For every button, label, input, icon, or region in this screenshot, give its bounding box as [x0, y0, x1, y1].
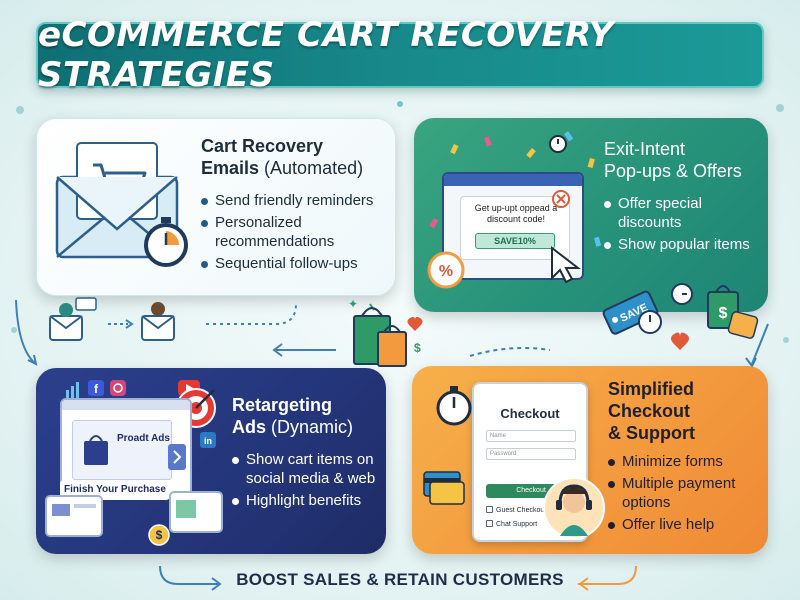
chevron-right-icon [168, 444, 186, 470]
ad-thumbnails [45, 491, 223, 537]
svg-text:✦: ✦ [348, 297, 358, 311]
checkout-title: Simplified Checkout & Support [608, 378, 695, 444]
footer-tagline: BOOST SALES & RETAIN CUSTOMERS [236, 570, 564, 589]
exit-bullet-1: Offer special discounts [604, 194, 764, 232]
checkout-form-title: Checkout [500, 406, 560, 421]
chat-support-option: Chat Support [486, 520, 537, 528]
stopwatch-icon [436, 386, 472, 426]
ads-title-light: (Dynamic) [266, 417, 354, 437]
emails-title-line1: Cart Recovery [201, 136, 324, 156]
panel-cart-recovery-emails: Cart Recovery Emails (Automated) Send fr… [36, 118, 396, 296]
popup-text: Get up-upt oppead a discount code! [474, 203, 558, 224]
checkout-bullet-3: Offer live help [608, 515, 764, 534]
svg-text:$: $ [719, 305, 728, 322]
cursor-icon [551, 245, 581, 284]
panel-exit-intent-popups: Get up-upt oppead a discount code! SAVE1… [414, 118, 768, 312]
title-banner: eCOMMERCE CART RECOVERY STRATEGIES [36, 15, 764, 95]
stopwatch-icon [549, 135, 567, 153]
exit-title-line2: Pop-ups & Offers [604, 161, 742, 181]
guest-checkout-label: Guest Checkout [496, 507, 547, 514]
exit-bullet-2: Show popular items [604, 235, 764, 254]
emails-bullet-2: Personalized recommendations [201, 213, 391, 251]
checkout-title-line3: & Support [608, 423, 695, 443]
chat-support-label: Chat Support [496, 521, 538, 528]
exit-bullet-list: Offer special discounts Show popular ite… [604, 194, 764, 257]
popup-titlebar [444, 174, 582, 186]
credit-card-icon [423, 471, 465, 505]
stopwatch-icon [144, 217, 188, 267]
headset-agent-icon [543, 477, 605, 539]
exit-title: Exit-Intent Pop-ups & Offers [604, 138, 742, 182]
name-field: Name [486, 430, 576, 442]
exit-title-line1: Exit-Intent [604, 139, 686, 159]
page-title: eCOMMERCE CART RECOVERY STRATEGIES [38, 15, 614, 95]
ads-title: Retargeting Ads (Dynamic) [232, 394, 353, 438]
ads-title-bold: Ads [232, 417, 267, 437]
price-tag-icon: SAVE $ [602, 283, 769, 368]
shopping-bags-icon: ✦ $ [348, 297, 423, 367]
ads-browser-bar [62, 400, 190, 410]
checkbox-icon [486, 520, 493, 527]
checkout-title-line1: Simplified [608, 379, 695, 399]
checkout-title-line2: Checkout [608, 401, 691, 421]
linkedin-icon: in [200, 432, 216, 448]
ads-card: Proadt Ads [72, 420, 172, 480]
ads-bullet-2: Highlight benefits [232, 491, 382, 510]
svg-text:in: in [204, 436, 212, 446]
emails-title-light: (Automated) [259, 158, 364, 178]
checkbox-icon [486, 506, 493, 513]
checkout-bullet-1: Minimize forms [608, 452, 764, 471]
panel-simplified-checkout: Checkout Name Password Checkout Guest Ch… [412, 366, 768, 554]
ads-title-line1: Retargeting [232, 395, 333, 415]
svg-text:$: $ [156, 528, 163, 542]
popup-discount-code: SAVE10% [475, 233, 555, 249]
panel-retargeting-ads: f Proadt Ads in Finish Your Purchase [36, 368, 386, 554]
emails-bullet-list: Send friendly reminders Personalized rec… [201, 191, 391, 276]
shopping-bag-icon [84, 435, 108, 465]
emails-bullet-3: Sequential follow-ups [201, 254, 391, 273]
guest-checkout-option: Guest Checkout [486, 506, 546, 514]
emails-title: Cart Recovery Emails (Automated) [201, 135, 363, 179]
emails-title-bold: Emails [201, 158, 260, 178]
svg-text:f: f [94, 382, 99, 396]
checkout-bullet-list: Minimize forms Multiple payment options … [608, 452, 764, 537]
percent-badge-icon: % [427, 251, 465, 289]
svg-text:$: $ [414, 341, 421, 355]
confetti-decor [429, 131, 602, 247]
close-icon [552, 190, 570, 208]
dollar-icon: $ [148, 524, 170, 546]
ads-bullet-1: Show cart items on social media & web [232, 450, 382, 488]
password-field: Password [486, 448, 576, 460]
ads-card-label: Proadt Ads [117, 433, 170, 444]
emails-bullet-1: Send friendly reminders [201, 191, 391, 210]
email-flow-illustration [49, 297, 297, 341]
ads-bullet-list: Show cart items on social media & web Hi… [232, 450, 382, 513]
svg-text:%: % [439, 263, 453, 280]
checkout-bullet-2: Multiple payment options [608, 474, 764, 512]
